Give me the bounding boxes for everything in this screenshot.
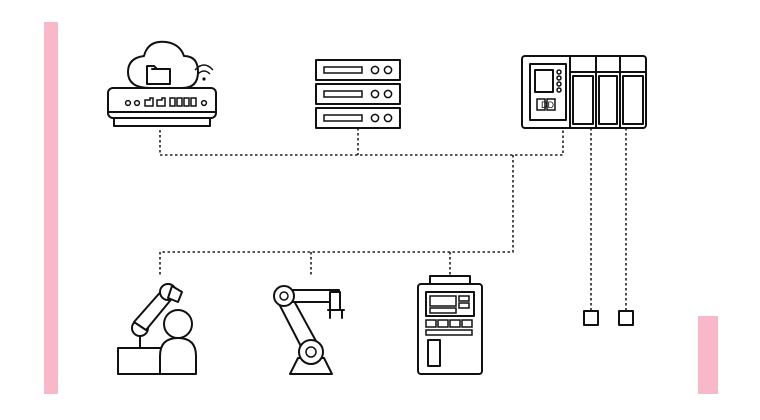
- field-bus-line: [159, 155, 514, 276]
- plc-controller-icon: DD: [521, 55, 647, 129]
- handheld-terminal-icon: [417, 275, 483, 375]
- industrial-robot-arm-icon: [273, 285, 345, 375]
- left-accent-bar: [44, 22, 58, 394]
- connection-lines: [159, 128, 627, 311]
- right-accent-bar: [698, 316, 718, 394]
- plc-module-label: DD: [541, 100, 554, 110]
- sensor-box-icon-right: [618, 310, 634, 326]
- top-bus-line: [159, 130, 564, 156]
- cloud-router-icon: [107, 40, 217, 127]
- server-rack-icon: [315, 59, 401, 129]
- operator-with-robot-arm-icon: [117, 283, 197, 375]
- sensor-box-icon-left: [583, 310, 599, 326]
